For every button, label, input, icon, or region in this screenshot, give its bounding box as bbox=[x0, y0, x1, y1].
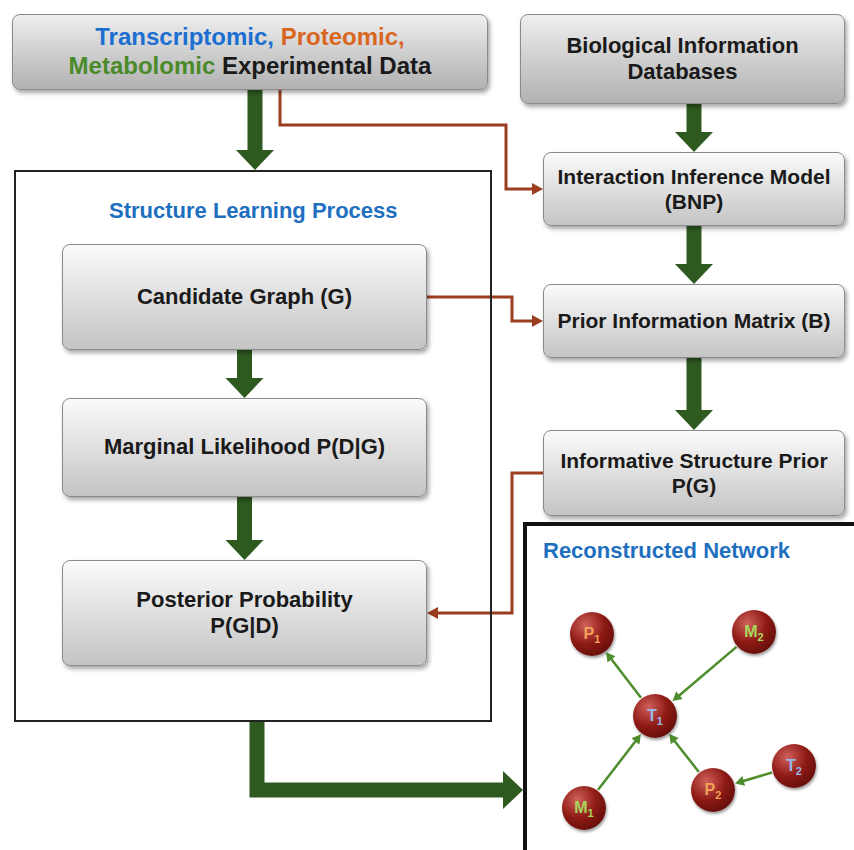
network-frame: Reconstructed NetworkP1 M2T1M1 P2 T2 bbox=[523, 522, 854, 850]
model-box: Interaction Inference Model (BNP) bbox=[543, 152, 845, 226]
connector bbox=[280, 90, 543, 195]
node-label: M2 bbox=[744, 622, 763, 641]
box-label: Transcriptomic, Proteomic, Metabolomic E… bbox=[25, 23, 475, 81]
box-label: Marginal Likelihood P(D|G) bbox=[104, 434, 385, 460]
network-node: T2 bbox=[772, 744, 816, 788]
flow-arrow bbox=[237, 497, 252, 541]
process-box: Candidate Graph (G) bbox=[62, 244, 427, 350]
frame-heading: Structure Learning Process bbox=[109, 198, 398, 224]
connector bbox=[675, 226, 713, 284]
connector bbox=[257, 722, 523, 809]
flow-arrow bbox=[687, 358, 702, 411]
connector bbox=[673, 647, 737, 701]
process-box: Posterior Probability P(G|D) bbox=[62, 560, 427, 666]
network-node: M1 bbox=[562, 786, 606, 830]
interaction-arrow bbox=[743, 773, 772, 782]
box-label: Informative Structure Prior P(G) bbox=[554, 448, 834, 498]
connector bbox=[427, 297, 543, 327]
arrowhead bbox=[427, 607, 438, 619]
connector bbox=[735, 773, 772, 786]
network-node: M2 bbox=[732, 610, 776, 654]
box-label: Posterior Probability P(G|D) bbox=[100, 587, 390, 640]
arrowhead bbox=[675, 132, 713, 152]
node-label: M1 bbox=[574, 798, 593, 817]
arrowhead bbox=[236, 150, 274, 170]
arrowhead bbox=[226, 378, 264, 398]
connector bbox=[226, 350, 264, 398]
network-node: P2 bbox=[691, 768, 735, 812]
flow-arrow bbox=[687, 226, 702, 265]
prior-link bbox=[427, 297, 533, 321]
process-box: Marginal Likelihood P(D|G) bbox=[62, 398, 427, 497]
connector bbox=[236, 90, 274, 170]
flow-arrow bbox=[237, 350, 252, 379]
arrowhead bbox=[532, 183, 543, 195]
database-box: Biological Information Databases bbox=[520, 14, 845, 104]
flow-arrow bbox=[257, 722, 504, 790]
prior-box: Informative Structure Prior P(G) bbox=[543, 430, 845, 516]
interaction-arrow bbox=[679, 647, 737, 696]
arrowhead bbox=[675, 410, 713, 430]
node-label: T1 bbox=[647, 706, 663, 725]
box-label: Prior Information Matrix (B) bbox=[557, 308, 830, 333]
network-node: T1 bbox=[633, 694, 677, 738]
box-label: Biological Information Databases bbox=[530, 33, 835, 86]
data-source-box: Transcriptomic, Proteomic, Metabolomic E… bbox=[12, 14, 488, 90]
matrix-box: Prior Information Matrix (B) bbox=[543, 284, 845, 358]
node-label: P2 bbox=[705, 780, 722, 799]
connector bbox=[675, 104, 713, 152]
node-label: P1 bbox=[584, 624, 601, 643]
connector bbox=[598, 734, 641, 790]
interaction-arrow bbox=[598, 741, 636, 790]
interaction-arrow bbox=[611, 659, 641, 698]
process-frame: Structure Learning ProcessCandidate Grap… bbox=[14, 170, 492, 722]
flow-arrow bbox=[248, 90, 263, 151]
prior-link bbox=[280, 90, 533, 189]
prior-link bbox=[437, 473, 543, 613]
frame-heading: Reconstructed Network bbox=[543, 538, 790, 564]
connector bbox=[675, 358, 713, 430]
connector bbox=[226, 497, 264, 560]
connector bbox=[606, 652, 641, 698]
box-label: Interaction Inference Model (BNP) bbox=[554, 164, 834, 214]
flow-arrow bbox=[687, 104, 702, 133]
arrowhead bbox=[503, 771, 523, 809]
arrowhead bbox=[226, 540, 264, 560]
arrowhead bbox=[532, 315, 543, 327]
box-label: Candidate Graph (G) bbox=[137, 284, 352, 310]
arrowhead bbox=[675, 264, 713, 284]
node-label: T2 bbox=[786, 756, 802, 775]
interaction-arrow bbox=[674, 740, 699, 771]
network-node: P1 bbox=[570, 612, 614, 656]
connector bbox=[669, 734, 699, 772]
